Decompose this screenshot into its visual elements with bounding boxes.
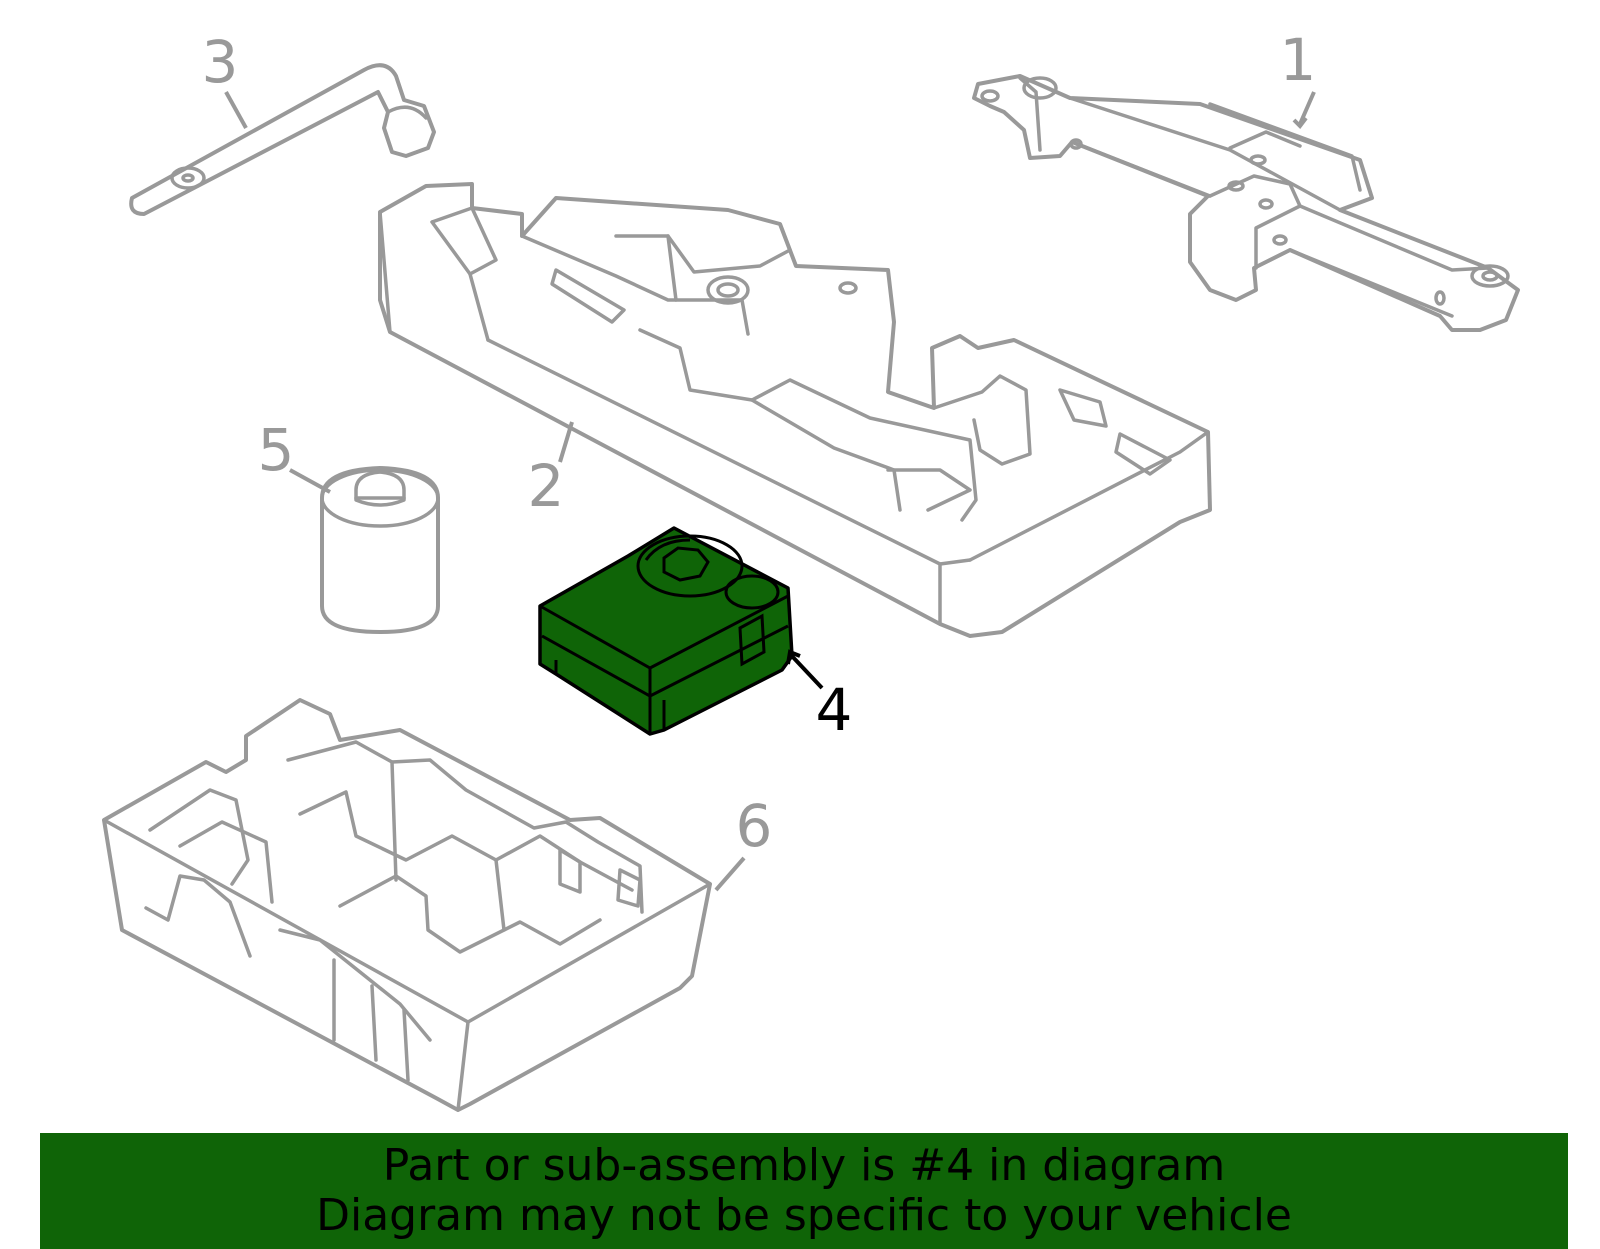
banner-line-2: Diagram may not be specific to your vehi… (316, 1190, 1292, 1241)
part-6-lower-foam-tray[interactable] (102, 698, 712, 1112)
callout-6: 6 (736, 792, 773, 860)
callout-3: 3 (202, 28, 239, 96)
part-5-sealant-can[interactable] (320, 466, 440, 634)
part-1-scissor-jack[interactable] (972, 74, 1520, 332)
banner-line-1: Part or sub-assembly is #4 in diagram (382, 1140, 1226, 1191)
leader-3 (224, 91, 248, 129)
part-2-foam-tray[interactable] (378, 182, 1212, 638)
info-banner: Part or sub-assembly is #4 in diagram Di… (40, 1133, 1568, 1249)
callout-5: 5 (258, 416, 295, 484)
callout-2: 2 (528, 452, 565, 520)
callout-1: 1 (1280, 26, 1317, 94)
leader-6 (714, 856, 746, 892)
part-3-lug-wrench[interactable] (129, 63, 436, 216)
leader-5 (289, 468, 331, 494)
leader-4-arrowhead (786, 649, 801, 665)
leader-1-arrowhead (1292, 116, 1308, 130)
leader-2 (558, 421, 574, 463)
part-4-tire-inflator[interactable] (538, 526, 794, 736)
leader-1 (1298, 91, 1316, 125)
leader-4 (788, 652, 824, 690)
callout-4: 4 (816, 676, 853, 744)
